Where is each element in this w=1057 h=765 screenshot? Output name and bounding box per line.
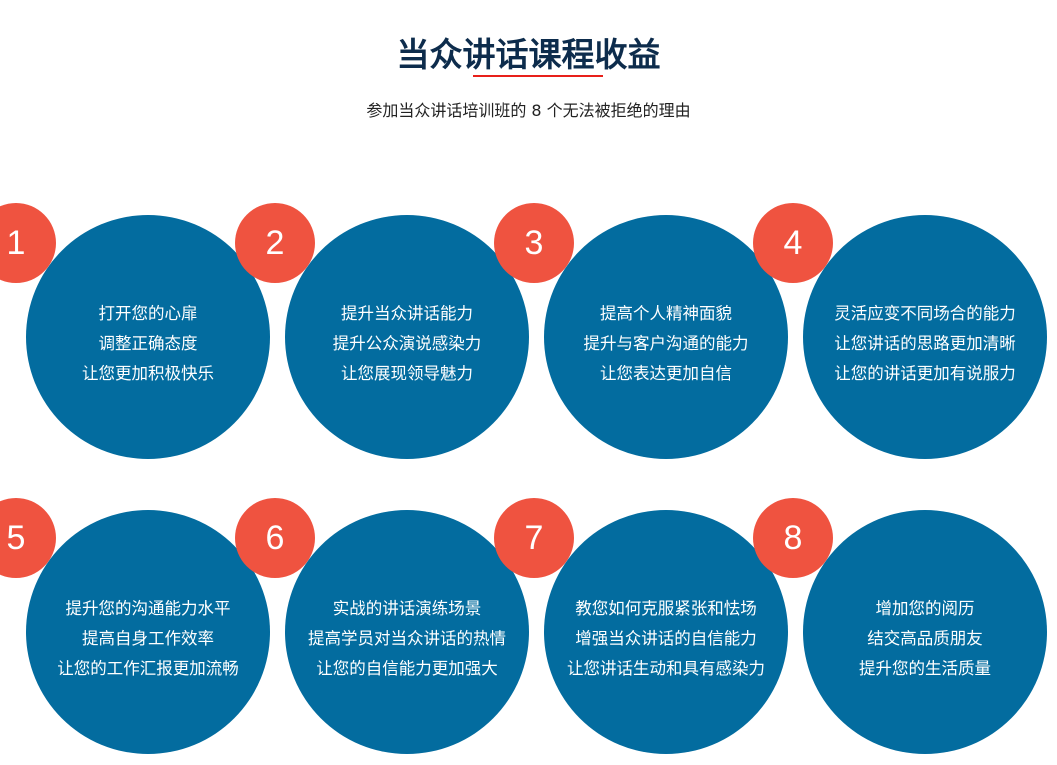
benefit-circle xyxy=(803,510,1047,754)
benefit-line: 实战的讲话演练场景 xyxy=(332,599,482,618)
benefit-line: 增加您的阅历 xyxy=(875,599,975,618)
number-badge: 4 xyxy=(753,203,833,283)
benefit-line: 提高自身工作效率 xyxy=(82,629,214,648)
benefit-line: 灵活应变不同场合的能力 xyxy=(834,304,1016,323)
benefit-text: 打开您的心扉调整正确态度让您更加积极快乐 xyxy=(26,299,270,389)
benefit-line: 提升与客户沟通的能力 xyxy=(583,334,749,353)
benefit-line: 让您的工作汇报更加流畅 xyxy=(57,659,239,678)
benefit-text: 增加您的阅历结交高品质朋友提升您的生活质量 xyxy=(803,594,1047,684)
benefit-text: 灵活应变不同场合的能力让您讲话的思路更加清晰让您的讲话更加有说服力 xyxy=(803,299,1047,389)
benefit-circle xyxy=(26,215,270,459)
benefit-text: 教您如何克服紧张和怯场增强当众讲话的自信能力让您讲话生动和具有感染力 xyxy=(544,594,788,684)
number-badge: 8 xyxy=(753,498,833,578)
benefit-circle xyxy=(26,510,270,754)
benefit-card: 教您如何克服紧张和怯场增强当众讲话的自信能力让您讲话生动和具有感染力 7 xyxy=(494,498,788,754)
benefit-circle xyxy=(285,510,529,754)
page-title: 当众讲话课程收益 xyxy=(396,35,661,74)
benefit-circle xyxy=(544,215,788,459)
benefit-card: 实战的讲话演练场景提高学员对当众讲话的热情让您的自信能力更加强大 6 xyxy=(235,498,529,754)
number-badge: 6 xyxy=(235,498,315,578)
benefit-line: 让您更加积极快乐 xyxy=(82,364,214,383)
benefit-line: 提高学员对当众讲话的热情 xyxy=(308,629,506,648)
benefit-line: 打开您的心扉 xyxy=(98,304,198,323)
benefit-circle xyxy=(803,215,1047,459)
benefit-line: 让您表达更加自信 xyxy=(600,364,732,383)
benefit-card: 增加您的阅历结交高品质朋友提升您的生活质量 8 xyxy=(753,498,1047,754)
benefit-line: 提高个人精神面貌 xyxy=(600,304,732,323)
benefit-line: 提升公众演说感染力 xyxy=(332,334,482,353)
benefit-text: 提升当众讲话能力提升公众演说感染力让您展现领导魅力 xyxy=(285,299,529,389)
benefit-card: 提升您的沟通能力水平提高自身工作效率让您的工作汇报更加流畅 5 xyxy=(0,498,270,754)
benefit-text: 提高个人精神面貌提升与客户沟通的能力让您表达更加自信 xyxy=(544,299,788,389)
benefit-line: 提升您的生活质量 xyxy=(859,659,991,678)
benefit-line: 让您展现领导魅力 xyxy=(341,364,473,383)
benefit-card: 提高个人精神面貌提升与客户沟通的能力让您表达更加自信 3 xyxy=(494,203,788,459)
number-badge: 3 xyxy=(494,203,574,283)
benefit-circle xyxy=(285,215,529,459)
benefit-line: 提升您的沟通能力水平 xyxy=(65,599,231,618)
benefit-card: 灵活应变不同场合的能力让您讲话的思路更加清晰让您的讲话更加有说服力 4 xyxy=(753,203,1047,459)
benefit-line: 增强当众讲话的自信能力 xyxy=(575,629,757,648)
number-badge: 2 xyxy=(235,203,315,283)
benefit-line: 让您讲话生动和具有感染力 xyxy=(567,659,765,678)
number-badge: 5 xyxy=(0,498,56,578)
benefit-circle xyxy=(544,510,788,754)
benefit-line: 结交高品质朋友 xyxy=(867,629,983,648)
benefit-line: 让您的讲话更加有说服力 xyxy=(834,364,1016,383)
benefit-line: 让您讲话的思路更加清晰 xyxy=(834,334,1016,353)
benefit-line: 教您如何克服紧张和怯场 xyxy=(575,599,757,618)
benefit-line: 让您的自信能力更加强大 xyxy=(316,659,498,678)
title-underline xyxy=(473,75,603,77)
benefit-text: 提升您的沟通能力水平提高自身工作效率让您的工作汇报更加流畅 xyxy=(26,594,270,684)
number-badge: 7 xyxy=(494,498,574,578)
benefit-text: 实战的讲话演练场景提高学员对当众讲话的热情让您的自信能力更加强大 xyxy=(285,594,529,684)
benefit-line: 提升当众讲话能力 xyxy=(341,304,473,323)
benefit-line: 调整正确态度 xyxy=(98,334,198,353)
benefit-card: 提升当众讲话能力提升公众演说感染力让您展现领导魅力 2 xyxy=(235,203,529,459)
page-subtitle: 参加当众讲话培训班的 8 个无法被拒绝的理由 xyxy=(366,101,691,120)
